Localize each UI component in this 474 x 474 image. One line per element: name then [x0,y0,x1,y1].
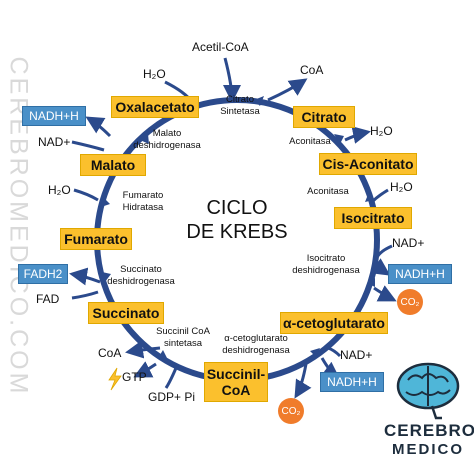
h2o-label: H₂O [370,124,393,138]
h2o-in-arrow-3 [73,188,99,202]
succinil-coa-line-1: Succinil- [206,366,266,382]
co2-out-arrow-2 [294,363,312,399]
ring-arrow [101,197,110,207]
co2-out-arrow [373,285,397,302]
enzyme-line: Isocitrato [306,253,346,264]
enzyme-line: Malato [152,128,182,139]
coa-out-arrow [267,78,308,102]
compound-succinil-coa: Succinil- CoA [204,362,268,402]
enzyme-succinato-deshidrogenasa: Succinato deshidrogenasa [98,264,184,288]
fadh2-box: FADH2 [18,264,68,284]
enzyme-aconitasa-1: Aconitasa [289,136,331,147]
ring-arrow [310,348,320,357]
fad-in-arrow [71,290,99,300]
gdp-pi-label: GDP+ Pi [148,390,196,404]
nadh-out-arrow-3 [85,116,112,138]
enzyme-a-cetoglutarato-deshidrogenasa: α-cetoglutarato deshidrogenasa [206,333,306,357]
h2o-label: H₂O [48,183,71,197]
co2-badge: CO₂ [397,289,423,315]
coa-label: CoA [300,63,324,77]
nad-label: NAD+ [392,236,425,250]
co2-badge: CO₂ [278,398,304,424]
acetil-coa-arrow [222,57,241,103]
enzyme-line: deshidrogenasa [107,276,175,287]
enzyme-line: Fumarato [122,190,164,201]
enzyme-line: Succinil CoA [156,326,210,337]
compound-succinato: Succinato [88,302,164,324]
fad-label: FAD [36,292,60,306]
title-line-1: CICLO [206,197,268,219]
ring-arrow [102,272,111,282]
acetil-coa-label: Acetil-CoA [192,40,249,54]
fadh2-out-arrow [69,267,101,286]
enzyme-isocitrato-deshidrogenasa: Isocitrato deshidrogenasa [278,253,374,277]
enzyme-line: Sintetasa [220,106,260,117]
enzyme-line: Hidratasa [122,202,164,213]
coa-label: CoA [98,346,122,360]
ring-arrow [254,96,264,106]
brain-logo-icon [390,348,466,474]
h2o-out-arrow [344,126,371,144]
enzyme-line: Citrato [226,94,254,105]
nad-in-arrow-2 [327,346,342,358]
enzyme-line: deshidrogenasa [222,345,290,356]
nadh-box: NADH+H [22,106,86,126]
enzyme-succinil-coa-sintetasa: Succinil CoA sintetasa [148,326,218,350]
gdp-in-arrow [164,367,178,389]
nad-label: NAD+ [38,135,71,149]
logo-text-line-2: MEDICO [392,441,464,458]
nadh-box: NADH+H [388,264,452,284]
h2o-label: H₂O [143,67,166,81]
ring-arrow [140,134,149,144]
compound-citrato: Citrato [293,106,355,128]
compound-oxalacetato: Oxalacetato [111,96,199,118]
coa-out-arrow-2 [125,340,161,359]
enzyme-line: sintetasa [163,338,203,349]
compound-isocitrato: Isocitrato [334,207,412,229]
h2o-label: H₂O [390,180,413,194]
enzyme-citrato-sintetasa: Citrato Sintetasa [212,94,268,118]
enzyme-fumarato-hidratasa: Fumarato Hidratasa [112,190,174,214]
ring-arrow [365,192,374,202]
gtp-label: GTP [122,370,147,384]
diagram-title: CICLO DE KREBS [180,196,294,244]
ring-arrow [367,278,375,287]
enzyme-aconitasa-2: Aconitasa [307,186,349,197]
compound-fumarato: Fumarato [60,228,132,250]
enzyme-line: Succinato [120,264,162,275]
succinil-coa-line-2: CoA [221,382,251,398]
nad-in-arrow-3 [71,140,105,152]
ring-arrow [334,134,344,144]
ring-arrow [158,350,168,360]
compound-a-cetoglutarato: α-cetoglutarato [280,312,388,334]
enzyme-line: deshidrogenasa [292,265,360,276]
compound-malato: Malato [80,154,146,176]
nadh-out-arrow [370,258,391,276]
enzyme-line: α-cetoglutarato [224,333,288,344]
compound-cis-aconitato: Cis-Aconitato [319,153,417,175]
enzyme-line: deshidrogenasa [133,140,201,151]
nadh-box: NADH+H [320,372,384,392]
h2o-in-arrow-2 [370,188,389,204]
enzyme-malato-deshidrogenasa: Malato deshidrogenasa [124,128,210,152]
gtp-out-arrow [133,361,157,378]
title-line-2: DE KREBS [186,221,288,243]
logo-text-line-1: CEREBRO [384,421,474,440]
nad-label: NAD+ [340,348,373,362]
lightning-icon [108,367,122,391]
